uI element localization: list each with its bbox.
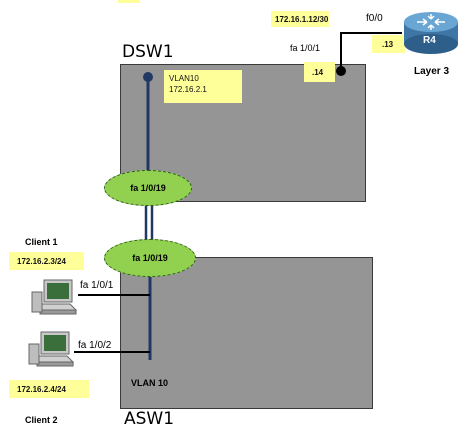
asw1-title: ASW1 — [124, 409, 175, 429]
router-ip: .13 — [372, 35, 405, 53]
dsw1-vlan-label: VLAN10 — [169, 74, 199, 83]
dsw1-uplink-port: fa 1/0/1 — [290, 43, 321, 53]
asw1-uplink-port: fa 1/0/19 — [132, 253, 168, 263]
asw1-uplink-ellipse: fa 1/0/19 — [104, 239, 196, 277]
asw1-switch-box — [120, 257, 373, 409]
router-icon — [402, 6, 460, 56]
client1-name: Client 1 — [25, 237, 58, 247]
client2-ip: 172.16.2.4/24 — [9, 380, 89, 398]
dsw1-uplink-dot — [336, 66, 346, 76]
dsw1-uplink-ip: .14 — [304, 62, 335, 82]
router-link — [340, 32, 402, 71]
dsw1-downlink-port: fa 1/0/19 — [130, 183, 166, 193]
router-network: 172.16.1.12/30 — [271, 11, 329, 27]
router-port: f0/0 — [366, 13, 383, 24]
top-decor — [118, 0, 140, 3]
pc-icon — [30, 278, 78, 320]
dsw1-downlink-ellipse: fa 1/0/19 — [104, 170, 192, 206]
dsw1-vlan-dot — [143, 72, 153, 82]
pc-icon — [27, 330, 75, 372]
dsw1-title: DSW1 — [122, 42, 174, 62]
router-name: R4 — [423, 35, 436, 46]
asw1-port-client1: fa 1/0/1 — [80, 280, 114, 291]
router-caption: Layer 3 — [414, 66, 450, 77]
client2-name: Client 2 — [25, 415, 58, 425]
dsw1-vlan-ip: 172.16.2.1 — [169, 85, 207, 94]
client1-ip: 172.16.2.3/24 — [9, 252, 84, 270]
asw1-port-client2: fa 1/0/2 — [78, 340, 112, 351]
asw1-vlan-label: VLAN 10 — [131, 378, 169, 388]
dsw1-vlan-box: VLAN10 172.16.2.1 — [164, 70, 242, 103]
